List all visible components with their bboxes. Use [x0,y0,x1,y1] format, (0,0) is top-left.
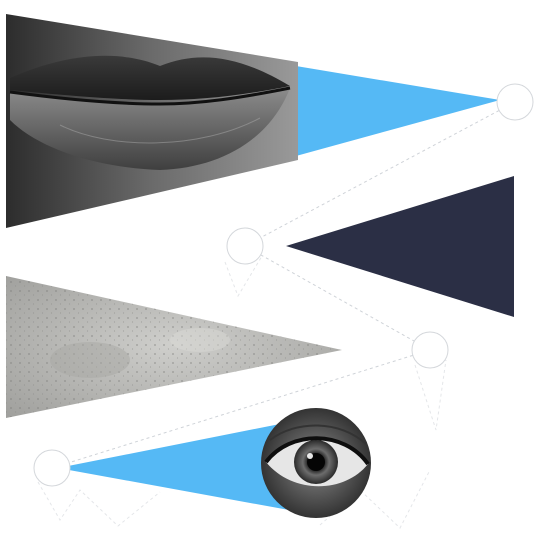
lips-photo [6,14,298,228]
connector-nodes [33,83,534,487]
eye-photo [261,408,371,518]
node-top-right [496,83,534,121]
node-bottom-left [33,449,71,487]
blue-beam-bottom [58,420,300,512]
connector-lines [37,101,516,529]
node-mid-right [411,331,449,369]
concrete-texture [6,276,342,418]
blue-beam-top [296,66,500,156]
node-mid-left [226,227,264,265]
navy-triangle [286,176,514,317]
